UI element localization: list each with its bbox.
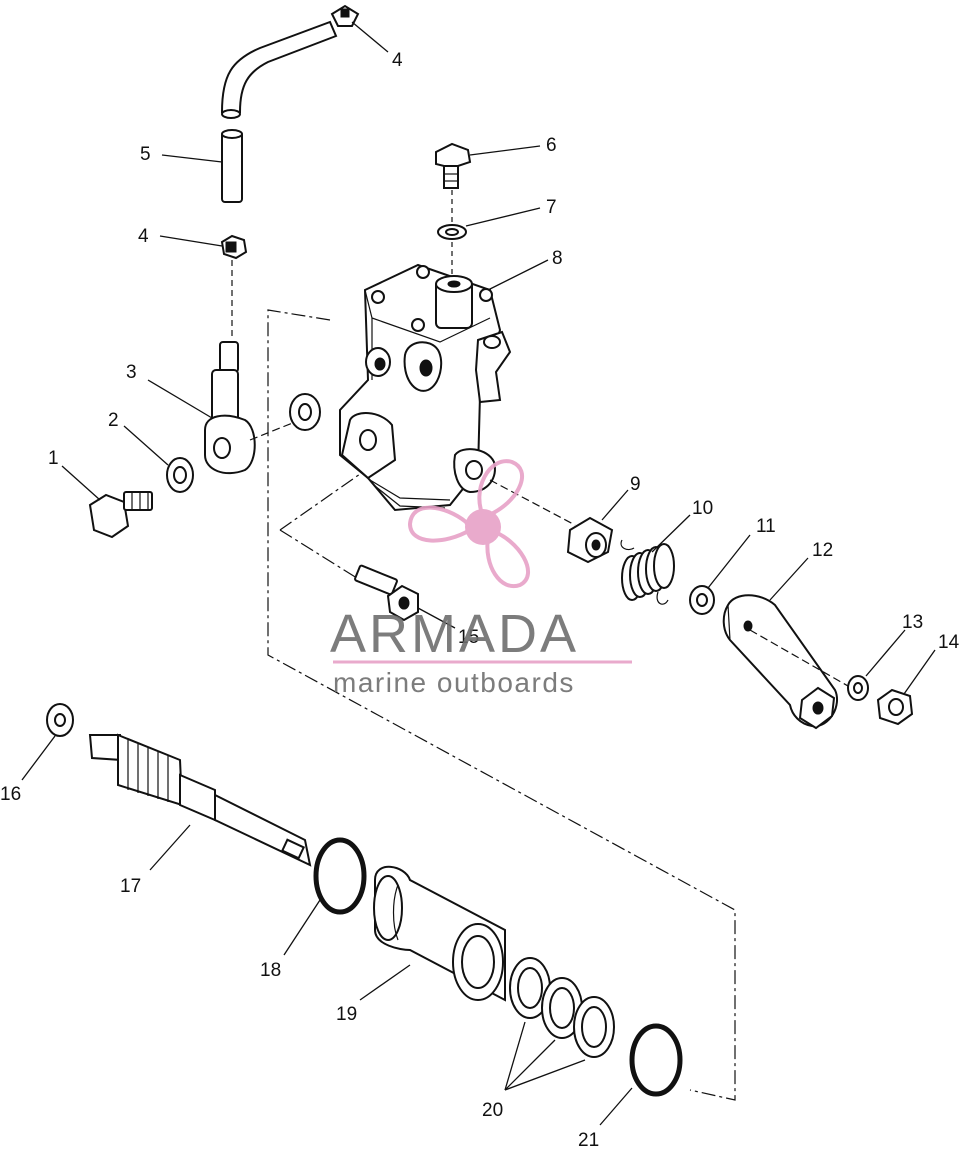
part-label-4-bottom: 4 (138, 226, 149, 247)
shim-washers (504, 957, 615, 1091)
o-ring-small (313, 837, 367, 915)
shaft-washer (46, 703, 74, 737)
banjo-bolt (88, 491, 153, 539)
armada-watermark: ARMADA marine outboards (330, 459, 632, 698)
part-label-6: 6 (546, 135, 557, 156)
watermark-brand: ARMADA (330, 604, 579, 664)
fuel-hose (221, 129, 243, 203)
hose-clamp-top (330, 4, 360, 27)
part-label-11: 11 (756, 516, 776, 537)
part-label-21: 21 (578, 1130, 599, 1149)
part-label-14: 14 (938, 632, 960, 653)
part-label-12: 12 (812, 540, 833, 561)
return-spring (620, 539, 675, 605)
part-label-10: 10 (692, 498, 713, 519)
o-ring-large (629, 1023, 683, 1097)
bearing-sleeve (373, 865, 506, 1002)
part-labels: 1 2 3 4 4 5 6 7 8 9 10 11 12 13 14 15 16… (0, 50, 960, 1149)
part-label-18: 18 (260, 960, 281, 981)
part-label-19: 19 (336, 1004, 357, 1025)
mounting-bolt (354, 564, 419, 622)
throttle-lever-arm (722, 594, 856, 730)
leader-lines (21, 21, 936, 1126)
part-label-17: 17 (120, 876, 141, 897)
part-label-5: 5 (140, 144, 151, 165)
lever-washer (689, 585, 715, 615)
part-label-13: 13 (902, 612, 923, 633)
part-label-20: 20 (482, 1100, 503, 1121)
spacer-bushing (566, 516, 614, 564)
part-label-7: 7 (546, 197, 557, 218)
hose-clamp-bottom (220, 234, 248, 340)
drive-gear-shaft (88, 733, 312, 867)
part-label-1: 1 (48, 448, 59, 469)
part-label-4-top: 4 (392, 50, 403, 71)
part-label-16: 16 (0, 784, 21, 805)
part-label-9: 9 (630, 474, 641, 495)
part-label-8: 8 (552, 248, 563, 269)
banjo-fitting (204, 341, 301, 475)
fuel-hose-bend (220, 20, 338, 119)
part-label-2: 2 (108, 410, 119, 431)
watermark-tagline: marine outboards (333, 667, 575, 698)
top-washer (437, 190, 467, 280)
hex-nut (876, 688, 914, 726)
lock-washer (847, 675, 869, 701)
part-label-3: 3 (126, 362, 137, 383)
part-label-15: 15 (458, 627, 479, 648)
sealing-washer-left (166, 457, 194, 493)
fuel-pump-body (339, 263, 576, 526)
sealing-washer-pump (289, 393, 321, 431)
propeller-icon (407, 459, 531, 589)
top-screw (435, 142, 472, 189)
